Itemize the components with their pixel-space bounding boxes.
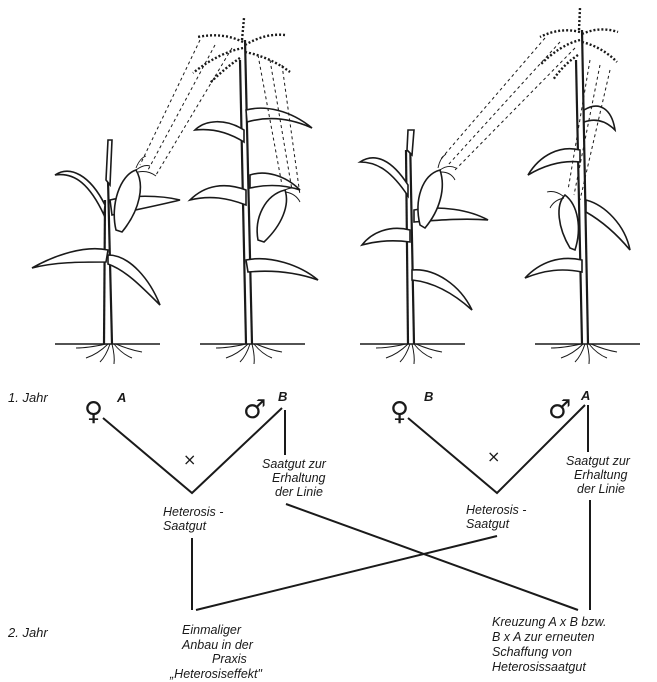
outcome-left-line-2: Anbau in der xyxy=(181,638,254,652)
right-heterosis-line-2: Saatgut xyxy=(466,517,510,531)
outcome-right-line-3: Schaffung von xyxy=(492,645,572,659)
maize-plant-4-icon xyxy=(440,8,640,364)
year-2-label: 2. Jahr xyxy=(7,625,48,640)
left-male-label: B xyxy=(278,389,287,404)
left-female-label: A xyxy=(116,390,126,405)
male-symbol-icon: ♂ xyxy=(548,395,571,425)
right-male-label: A xyxy=(580,388,590,403)
outcome-left-line-4: „Heterosiseffekt" xyxy=(169,667,263,681)
right-maintenance-line-2: Erhaltung xyxy=(574,468,628,482)
right-cross-symbol: × xyxy=(487,447,500,466)
right-maintenance-line-1: Saatgut zur xyxy=(566,454,631,468)
left-heterosis-line-2: Saatgut xyxy=(163,519,207,533)
female-symbol-icon: ♀ xyxy=(390,397,409,427)
year-1-label: 1. Jahr xyxy=(8,390,48,405)
outcome-left: Einmaliger Anbau in der Praxis „Heterosi… xyxy=(169,623,263,681)
flow-lines xyxy=(192,500,590,610)
left-maintenance-line-3: der Linie xyxy=(275,485,323,499)
left-maintenance-line-2: Erhaltung xyxy=(272,471,326,485)
male-symbol-icon: ♂ xyxy=(243,395,266,425)
outcome-left-line-3: Praxis xyxy=(212,652,247,666)
outcome-right-line-1: Kreuzung A x B bzw. xyxy=(492,615,606,629)
outcome-right-line-2: B x A zur erneuten xyxy=(492,630,595,644)
left-cross: ♀ A ♂ B × Heterosis - Saatgut Saatgut zu… xyxy=(84,389,327,533)
maize-plant-3-icon xyxy=(360,130,488,364)
outcome-left-line-1: Einmaliger xyxy=(182,623,242,637)
right-maintenance-line-3: der Linie xyxy=(577,482,625,496)
left-maintenance-line-1: Saatgut zur xyxy=(262,457,327,471)
maize-plant-1-icon xyxy=(32,140,180,364)
right-cross: ♀ B ♂ A × Heterosis - Saatgut Saatgut zu… xyxy=(390,388,631,531)
female-symbol-icon: ♀ xyxy=(84,397,103,427)
maize-plant-2-icon xyxy=(140,18,318,364)
right-female-label: B xyxy=(424,389,433,404)
left-heterosis-line-1: Heterosis - xyxy=(163,505,223,519)
outcome-right: Kreuzung A x B bzw. B x A zur erneuten S… xyxy=(492,615,606,674)
outcome-right-line-4: Heterosissaatgut xyxy=(492,660,586,674)
right-heterosis-line-1: Heterosis - xyxy=(466,503,526,517)
left-cross-symbol: × xyxy=(183,450,196,469)
